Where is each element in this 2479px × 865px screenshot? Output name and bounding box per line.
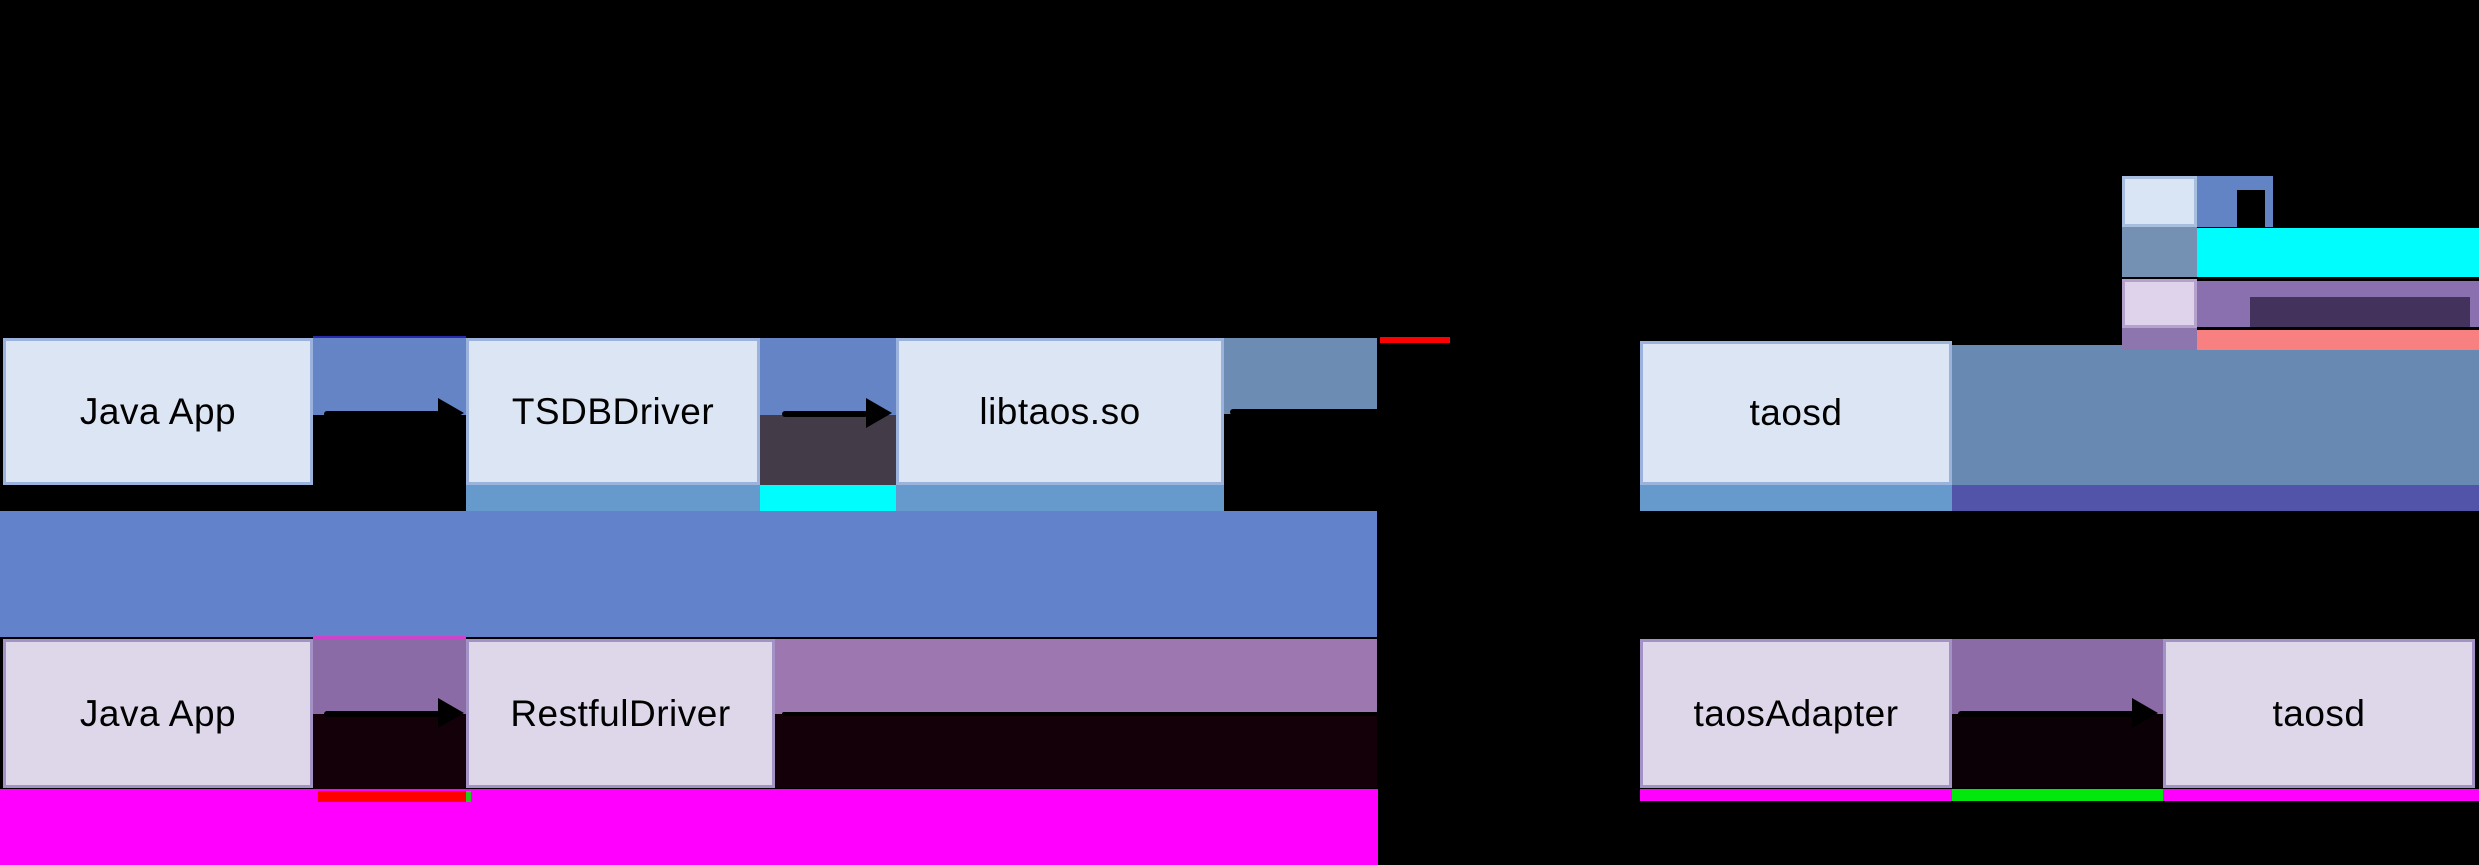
rest-gap1-top-border <box>313 636 466 640</box>
arrow-javaapp-to-restfuldriver <box>324 711 440 717</box>
magenta-band <box>0 789 1378 865</box>
taosadapter-label: taosAdapter <box>1693 692 1899 734</box>
tsdbdriver-label: TSDBDriver <box>511 390 715 432</box>
arrowhead-icon <box>438 698 464 728</box>
java-app-native-box: Java App <box>3 338 313 485</box>
underline-strip-tsdbdriver <box>466 485 760 511</box>
legend-text-fragment <box>2250 297 2470 327</box>
legend-swatch-native-box <box>2122 176 2197 227</box>
arrow-taosadapter-to-taosd <box>1958 711 2134 717</box>
java-app-rest-label: Java App <box>79 692 237 734</box>
taosd-native-label: taosd <box>1749 392 1843 433</box>
green-sliver <box>466 791 471 802</box>
legend-bar-salmon <box>2197 330 2479 350</box>
indigo-strip <box>1952 485 2479 511</box>
java-app-native-label: Java App <box>79 390 237 432</box>
legend-bar-cyan <box>2197 228 2479 277</box>
arrow-libtaos-to-taosd <box>1230 409 1614 415</box>
taosd-rest-label: taosd <box>2272 692 2366 734</box>
arrow-tsdbdriver-to-libtaos <box>782 411 868 417</box>
underline-strip-taosadapter <box>1640 789 1952 801</box>
arrowhead-icon <box>866 398 892 428</box>
arrow-javaapp-to-tsdbdriver <box>324 411 440 417</box>
legend-swatch-purple-band <box>2122 328 2197 350</box>
arrowhead-icon <box>1612 396 1638 426</box>
native-band-after-libtaos <box>1224 338 1377 414</box>
red-highlight-dash <box>1380 337 1450 343</box>
purple-band <box>775 639 1377 714</box>
restfuldriver-label: RestfulDriver <box>510 692 731 734</box>
arrow-restfuldriver-to-taosadapter <box>782 712 1612 716</box>
cyan-highlight-strip <box>760 485 896 511</box>
taosd-native-box: taosd <box>1640 341 1952 485</box>
arrowhead-icon <box>1610 698 1636 728</box>
legend-swatch-rest-box <box>2122 279 2197 328</box>
dark-band <box>775 714 1377 788</box>
server-side-band <box>1952 345 2479 485</box>
legend-swatch-steel-band <box>2122 227 2197 277</box>
rest-gap2-highlight <box>1952 639 2163 714</box>
rest-gap2-shadow <box>1952 714 2163 788</box>
legend-text-fragment <box>2237 190 2265 227</box>
arrowhead-icon <box>438 398 464 428</box>
underline-strip-taosd-rest <box>2163 789 2479 801</box>
red-highlight-strip <box>318 791 466 802</box>
tsdbdriver-box: TSDBDriver <box>466 338 760 485</box>
taosadapter-box: taosAdapter <box>1640 639 1952 788</box>
green-highlight-strip <box>1952 789 2163 801</box>
big-blue-band <box>0 511 1377 637</box>
underline-strip-libtaos <box>896 485 1224 511</box>
arrowhead-icon <box>2132 698 2158 728</box>
underline-strip-taosd <box>1640 485 1952 511</box>
java-app-rest-box: Java App <box>3 639 313 788</box>
libtaos-label: libtaos.so <box>979 390 1141 432</box>
libtaos-box: libtaos.so <box>896 338 1224 485</box>
restfuldriver-box: RestfulDriver <box>466 639 775 788</box>
taosd-rest-box: taosd <box>2163 639 2475 788</box>
